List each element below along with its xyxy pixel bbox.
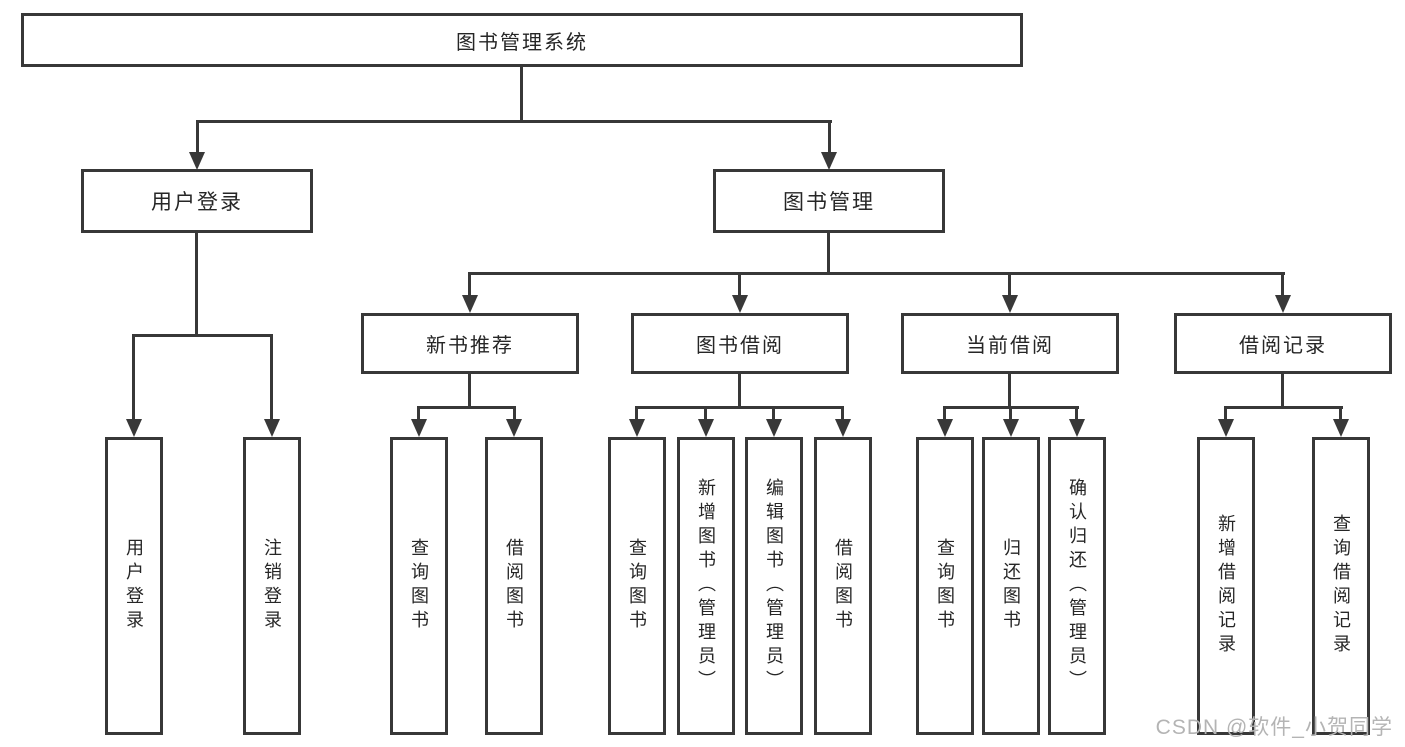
node-book-borrow: 图书借阅: [631, 313, 849, 374]
arrow-down-icon: [1333, 419, 1349, 437]
node-label: 用户登录: [151, 191, 243, 214]
node-label: 借阅记录: [1239, 335, 1327, 357]
connector-line: [1281, 272, 1284, 299]
connector-line: [828, 120, 831, 157]
connector-line: [417, 406, 516, 409]
arrow-down-icon: [821, 152, 837, 170]
connector-line: [738, 374, 741, 409]
leaf-borrow-book: 借阅图书: [814, 437, 872, 735]
leaf-label: 新增借阅记录: [1216, 514, 1236, 658]
connector-line: [270, 334, 273, 423]
connector-line: [635, 406, 638, 423]
leaf-label: 注销登录: [262, 538, 282, 634]
leaf-query-book-current: 查询图书: [916, 437, 974, 735]
arrow-down-icon: [835, 419, 851, 437]
arrow-down-icon: [1275, 295, 1291, 313]
connector-line: [1339, 406, 1342, 423]
leaf-add-borrow-record: 新增借阅记录: [1197, 437, 1255, 735]
arrow-down-icon: [1003, 419, 1019, 437]
arrow-down-icon: [629, 419, 645, 437]
arrow-down-icon: [1218, 419, 1234, 437]
leaf-query-book-recommend: 查询图书: [390, 437, 448, 735]
arrow-down-icon: [1069, 419, 1085, 437]
leaf-label: 新增图书（管理员）: [696, 478, 716, 694]
connector-line: [943, 406, 946, 423]
connector-line: [520, 66, 523, 122]
arrow-down-icon: [411, 419, 427, 437]
node-label: 新书推荐: [426, 335, 514, 357]
leaf-query-borrow-record: 查询借阅记录: [1312, 437, 1370, 735]
connector-line: [1281, 374, 1284, 409]
connector-line: [635, 406, 844, 409]
arrow-down-icon: [506, 419, 522, 437]
connector-line: [468, 272, 471, 299]
node-label: 图书管理系统: [456, 31, 588, 54]
leaf-label: 借阅图书: [504, 538, 524, 634]
node-book-management-system: 图书管理系统: [21, 13, 1023, 67]
arrow-down-icon: [937, 419, 953, 437]
connector-line: [195, 233, 198, 337]
leaf-label: 编辑图书（管理员）: [764, 478, 784, 694]
leaf-label: 查询借阅记录: [1331, 514, 1351, 658]
connector-line: [738, 272, 741, 299]
leaf-add-book-admin: 新增图书（管理员）: [677, 437, 735, 735]
node-user-login: 用户登录: [81, 169, 313, 233]
arrow-down-icon: [766, 419, 782, 437]
leaf-logout: 注销登录: [243, 437, 301, 735]
connector-line: [417, 406, 420, 423]
leaf-label: 归还图书: [1001, 538, 1021, 634]
arrow-down-icon: [189, 152, 205, 170]
connector-line: [1224, 406, 1227, 423]
connector-line: [196, 120, 199, 157]
arrow-down-icon: [462, 295, 478, 313]
node-new-book-recommend: 新书推荐: [361, 313, 579, 374]
node-label: 图书借阅: [696, 335, 784, 357]
node-label: 当前借阅: [966, 335, 1054, 357]
leaf-user-login: 用户登录: [105, 437, 163, 735]
arrow-down-icon: [698, 419, 714, 437]
connector-line: [772, 406, 775, 423]
leaf-query-book-borrow: 查询图书: [608, 437, 666, 735]
connector-line: [1009, 406, 1012, 423]
connector-line: [196, 120, 832, 123]
connector-line: [468, 374, 471, 409]
leaf-return-book: 归还图书: [982, 437, 1040, 735]
connector-line: [132, 334, 273, 337]
arrow-down-icon: [1002, 295, 1018, 313]
connector-line: [827, 233, 830, 275]
node-book-management: 图书管理: [713, 169, 945, 233]
arrow-down-icon: [126, 419, 142, 437]
csdn-watermark: CSDN @软件_小贺同学: [1155, 716, 1393, 739]
connector-line: [132, 334, 135, 423]
leaf-edit-book-admin: 编辑图书（管理员）: [745, 437, 803, 735]
leaf-label: 查询图书: [935, 538, 955, 634]
connector-line: [704, 406, 707, 423]
connector-line: [1224, 406, 1343, 409]
node-current-borrow: 当前借阅: [901, 313, 1119, 374]
leaf-label: 用户登录: [124, 538, 144, 634]
connector-line: [1075, 406, 1078, 423]
leaf-borrow-book-recommend: 借阅图书: [485, 437, 543, 735]
node-borrow-records: 借阅记录: [1174, 313, 1392, 374]
connector-line: [1008, 272, 1011, 299]
connector-line: [1008, 374, 1011, 409]
leaf-label: 确认归还（管理员）: [1067, 478, 1087, 694]
leaf-confirm-return-admin: 确认归还（管理员）: [1048, 437, 1106, 735]
leaf-label: 查询图书: [409, 538, 429, 634]
node-label: 图书管理: [783, 191, 875, 214]
arrow-down-icon: [264, 419, 280, 437]
leaf-label: 借阅图书: [833, 538, 853, 634]
connector-line: [841, 406, 844, 423]
connector-line: [513, 406, 516, 423]
arrow-down-icon: [732, 295, 748, 313]
leaf-label: 查询图书: [627, 538, 647, 634]
connector-line: [468, 272, 1285, 275]
